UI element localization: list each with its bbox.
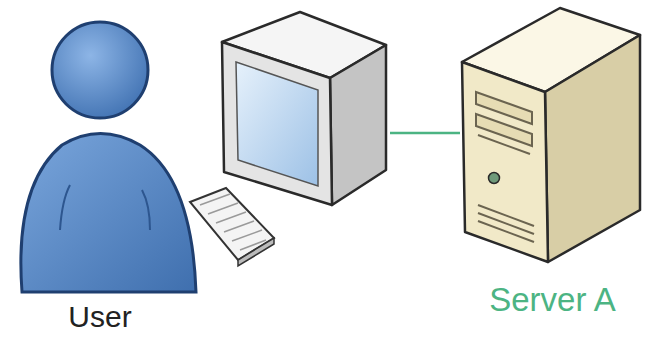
server-node: Server A xyxy=(460,0,645,348)
user-icon xyxy=(21,22,196,292)
keyboard-icon xyxy=(190,188,274,266)
server-icon xyxy=(462,8,640,262)
node-label: Server A xyxy=(460,282,645,318)
monitor-icon xyxy=(222,12,386,205)
user-node: User xyxy=(0,0,390,348)
network-link xyxy=(390,132,460,135)
node-label: User xyxy=(0,300,200,333)
